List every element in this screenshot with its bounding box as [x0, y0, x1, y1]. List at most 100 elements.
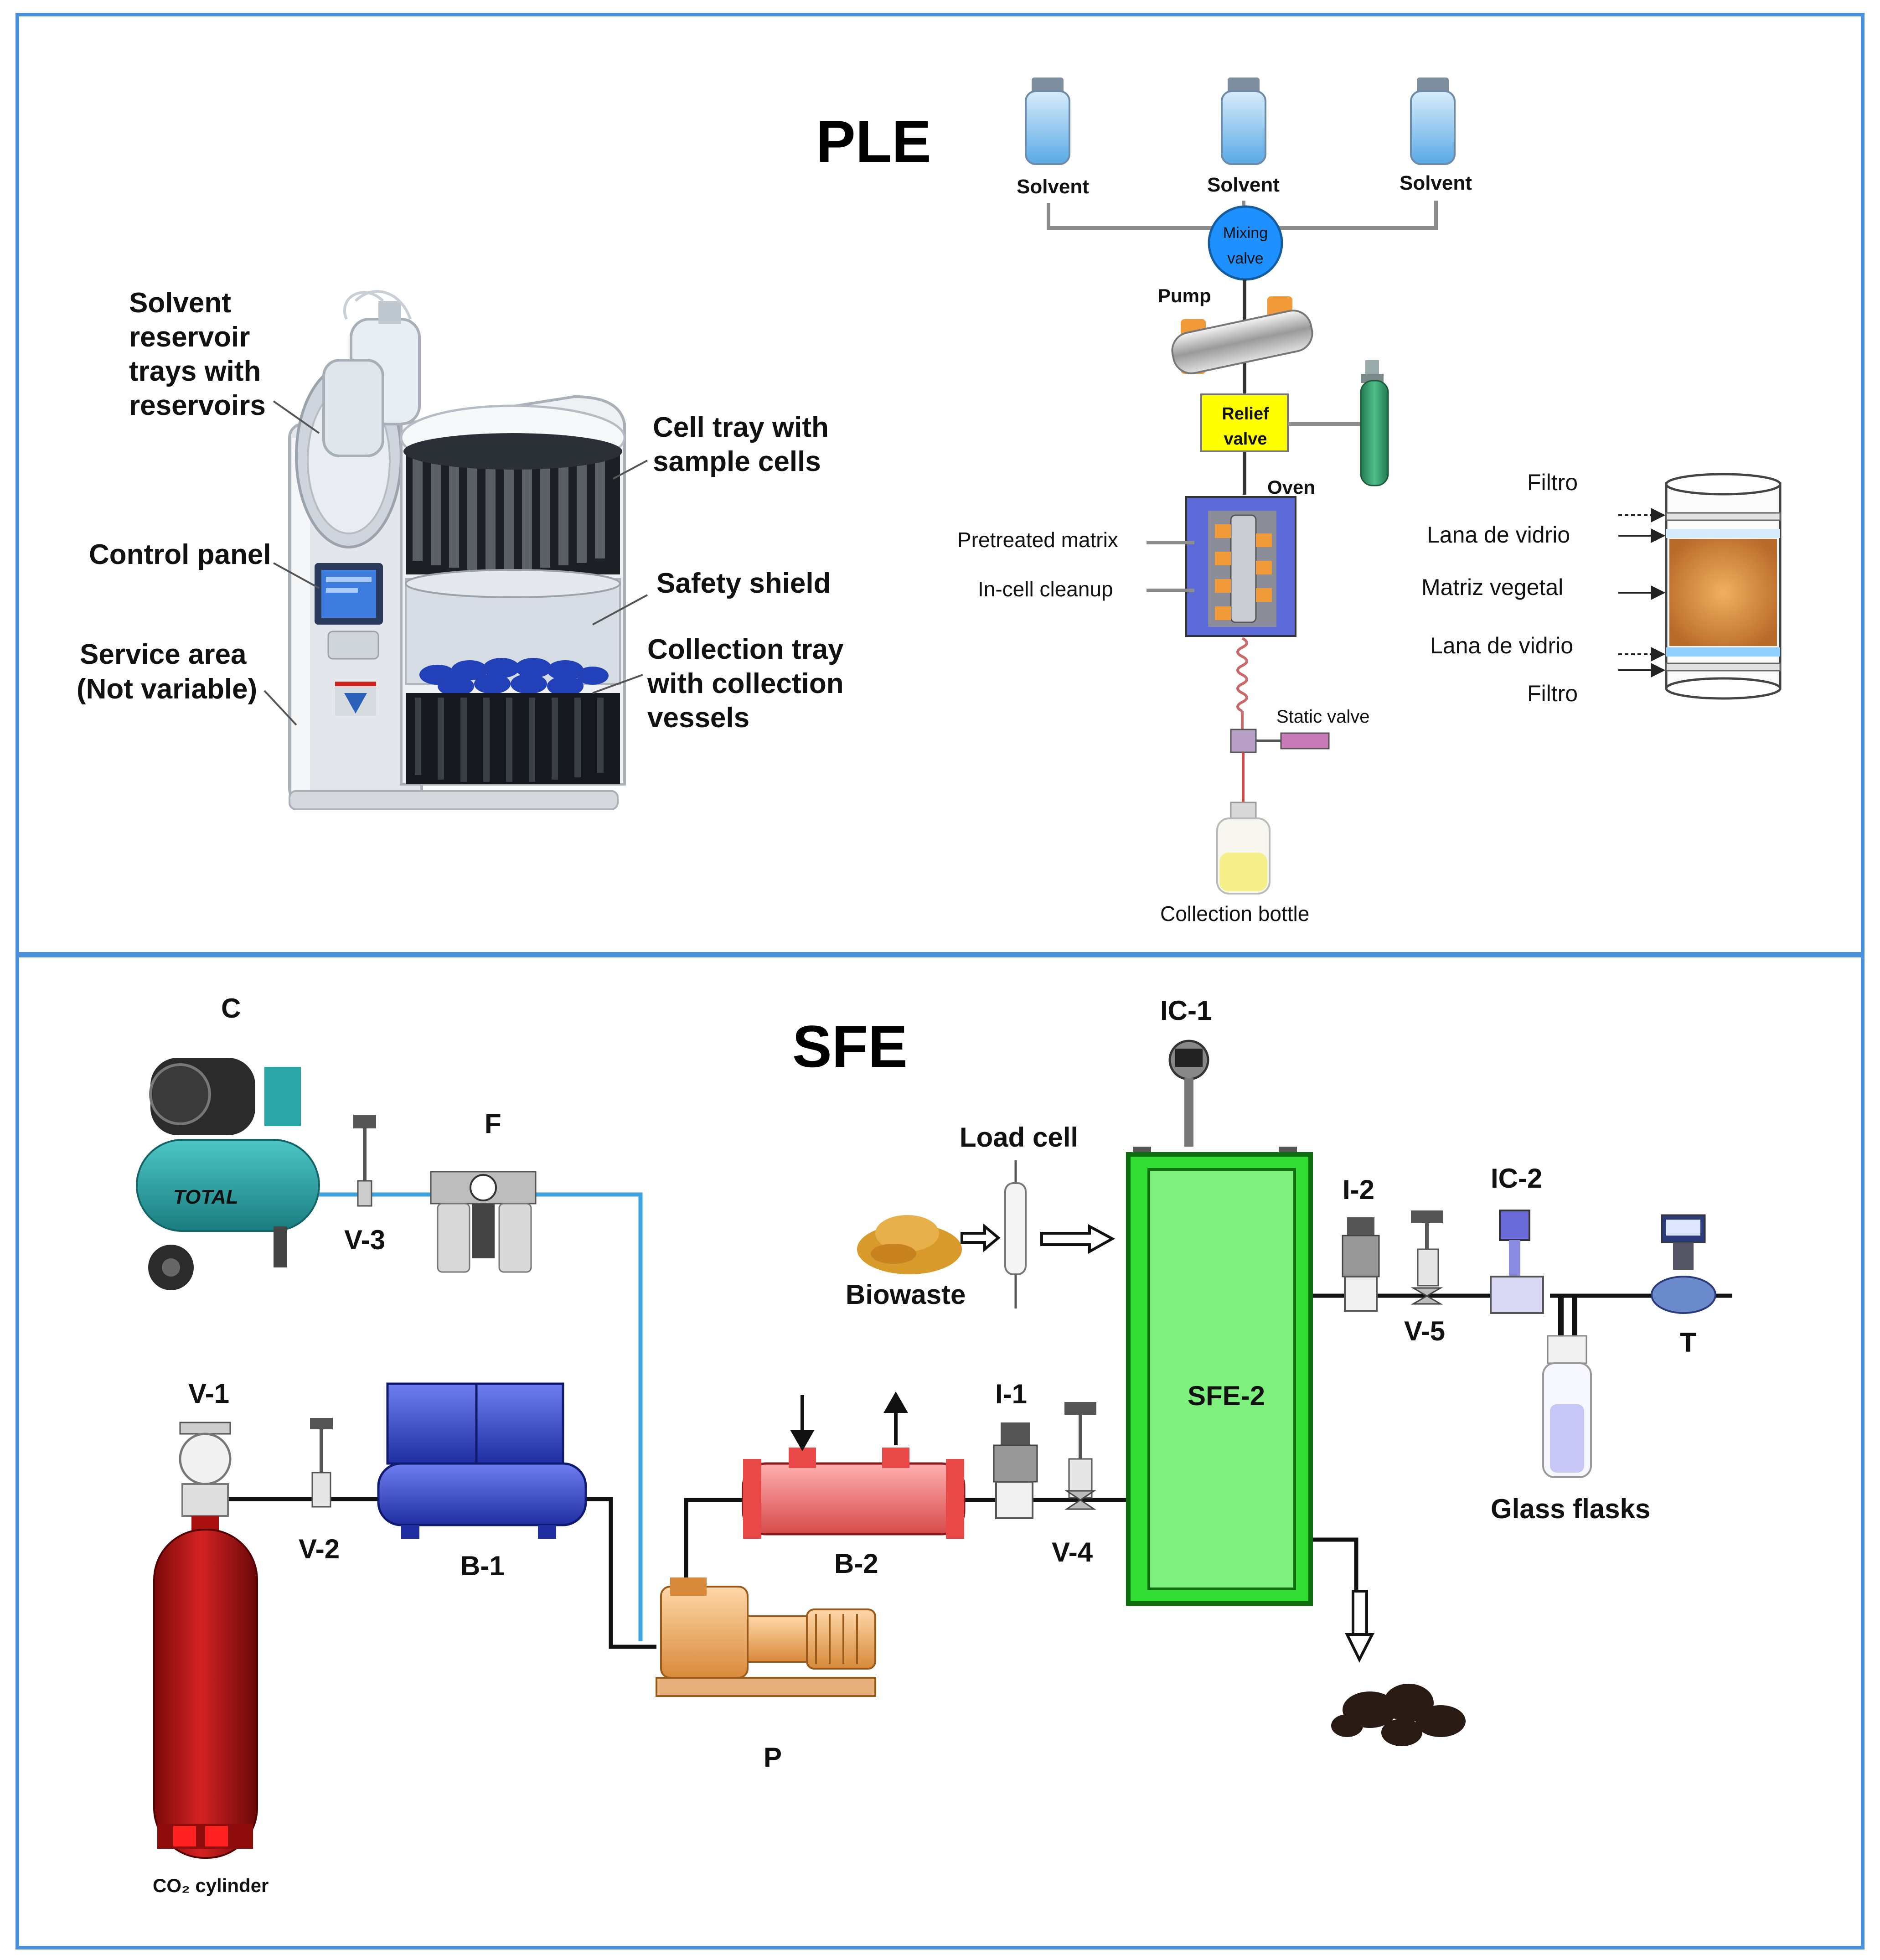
sfe-panel-frame [15, 952, 1865, 1950]
controller-ic1 [1168, 1039, 1209, 1147]
leader-service-area [263, 690, 297, 726]
cooling-coil [1236, 637, 1248, 713]
label-safety-shield: Safety shield [656, 568, 831, 599]
collection-bottle-label: Collection bottle [1160, 902, 1309, 926]
load-cell [1004, 1160, 1027, 1308]
heat-exchanger-b2-label: B-2 [834, 1548, 878, 1579]
ple-title: PLE [816, 108, 931, 175]
solvent-bottle-1 [1025, 78, 1070, 165]
controller-ic1-label: IC-1 [1160, 995, 1212, 1026]
totalizer-label: T [1680, 1327, 1697, 1358]
relief-valve-label-2: valve [1224, 429, 1267, 449]
air-filter-regulator [430, 1171, 537, 1273]
co2-cylinder [153, 1516, 258, 1859]
ple-pump [1171, 296, 1313, 374]
extraction-cell [1665, 473, 1782, 700]
ple-pump-label: Pump [1158, 285, 1211, 306]
co2-pump [656, 1577, 876, 1697]
svg-text:vessels: vessels [647, 702, 749, 734]
nitrogen-cylinder [1360, 360, 1389, 486]
compressed-air-line [319, 1192, 643, 1641]
valve-v5-label: V-5 [1404, 1316, 1445, 1346]
valve-v3-label: V-3 [344, 1225, 385, 1255]
indicator-i2 [1342, 1217, 1380, 1312]
controller-ic2 [1490, 1210, 1544, 1314]
feed-arrows [961, 1223, 1116, 1254]
mixing-valve-label-2: valve [1227, 250, 1263, 267]
relief-valve [1200, 393, 1289, 452]
cell-layer-label-filtro-bottom: Filtro [1527, 681, 1578, 706]
cell-layer-arrows [1618, 508, 1666, 677]
load-cell-label: Load cell [960, 1122, 1078, 1153]
label-collection-tray: Collection tray with collection vessels [647, 634, 844, 734]
ase-instrument-illustration [288, 290, 626, 810]
leader-control-panel [273, 562, 320, 589]
leader-cell-tray [613, 460, 648, 480]
svg-text:sample cells: sample cells [653, 446, 821, 477]
air-compressor: TOTAL [136, 1058, 320, 1290]
heat-exchanger-b2 [742, 1448, 966, 1539]
compressor-brand: TOTAL [173, 1186, 238, 1208]
static-valve-handle [1280, 732, 1330, 750]
oven-label: Oven [1267, 476, 1315, 498]
valve-v4 [1064, 1402, 1096, 1510]
filter-label: F [485, 1108, 501, 1139]
co2-cylinder-label: CO₂ cylinder [153, 1875, 269, 1896]
indicator-i1 [993, 1422, 1038, 1519]
valve-v2 [310, 1418, 333, 1508]
valve-v1 [179, 1422, 232, 1517]
heat-exchanger-b1 [377, 1382, 587, 1539]
collection-bottle [1216, 802, 1271, 895]
controller-ic2-label: IC-2 [1491, 1163, 1542, 1194]
sfe-title: SFE [792, 1013, 908, 1080]
static-valve [1230, 729, 1257, 753]
compressor-label: C [221, 993, 241, 1024]
svg-text:reservoir: reservoir [129, 321, 250, 353]
cell-layer-label-lana-bottom: Lana de vidrio [1430, 633, 1573, 658]
relief-valve-label-1: Relief [1222, 404, 1269, 424]
in-cell-cleanup-label: In-cell cleanup [978, 577, 1113, 601]
spent-biomass-pile [1331, 1684, 1466, 1746]
leader-collection-tray [592, 674, 643, 694]
solvent-label-1: Solvent [1017, 176, 1089, 198]
oven [1185, 496, 1296, 637]
mixing-valve [1208, 205, 1283, 281]
spent-solids-outlet [1345, 1590, 1374, 1663]
svg-text:Service area: Service area [80, 639, 247, 670]
svg-text:with collection: with collection [647, 668, 844, 699]
mixing-valve-label-1: Mixing [1223, 224, 1268, 242]
solvent-bottle-3 [1410, 78, 1456, 165]
biowaste-pile [857, 1215, 962, 1274]
svg-text:reservoirs: reservoirs [129, 390, 266, 421]
totalizer-t [1651, 1214, 1716, 1314]
cell-layer-label-matriz: Matriz vegetal [1421, 574, 1563, 600]
cell-layer-label-filtro-top: Filtro [1527, 470, 1578, 495]
label-solvent-reservoir: Solvent reservoir trays with reservoirs [129, 287, 266, 421]
solvent-label-3: Solvent [1400, 172, 1472, 194]
static-valve-label: Static valve [1276, 707, 1370, 727]
pretreated-matrix-label: Pretreated matrix [957, 528, 1118, 552]
extractor-label: SFE-2 [1188, 1381, 1265, 1411]
valve-v4-label: V-4 [1052, 1537, 1093, 1567]
leader-solvent-reservoir [273, 400, 320, 434]
svg-text:Solvent: Solvent [129, 287, 231, 319]
glass-flask [1542, 1296, 1592, 1478]
indicator-i1-label: I-1 [995, 1379, 1027, 1409]
heat-exchanger-b1-label: B-1 [460, 1551, 505, 1581]
valve-v5 [1410, 1210, 1443, 1305]
biowaste-label: Biowaste [846, 1279, 966, 1310]
svg-text:(Not variable): (Not variable) [77, 673, 257, 705]
glass-flasks-label: Glass flasks [1491, 1494, 1650, 1524]
extractor-sfe2 [1126, 1147, 1313, 1606]
solvent-bottle-2 [1221, 78, 1266, 165]
label-cell-tray: Cell tray with sample cells [653, 412, 829, 477]
solvent-label-2: Solvent [1207, 174, 1280, 196]
leader-safety-shield [592, 594, 648, 626]
cell-layer-label-lana-top: Lana de vidrio [1427, 522, 1570, 548]
svg-text:Cell tray with: Cell tray with [653, 412, 829, 443]
label-service-area: Service area (Not variable) [77, 639, 257, 705]
svg-text:Collection tray: Collection tray [647, 634, 844, 665]
svg-text:trays with: trays with [129, 356, 261, 387]
valve-v1-label: V-1 [188, 1378, 229, 1409]
